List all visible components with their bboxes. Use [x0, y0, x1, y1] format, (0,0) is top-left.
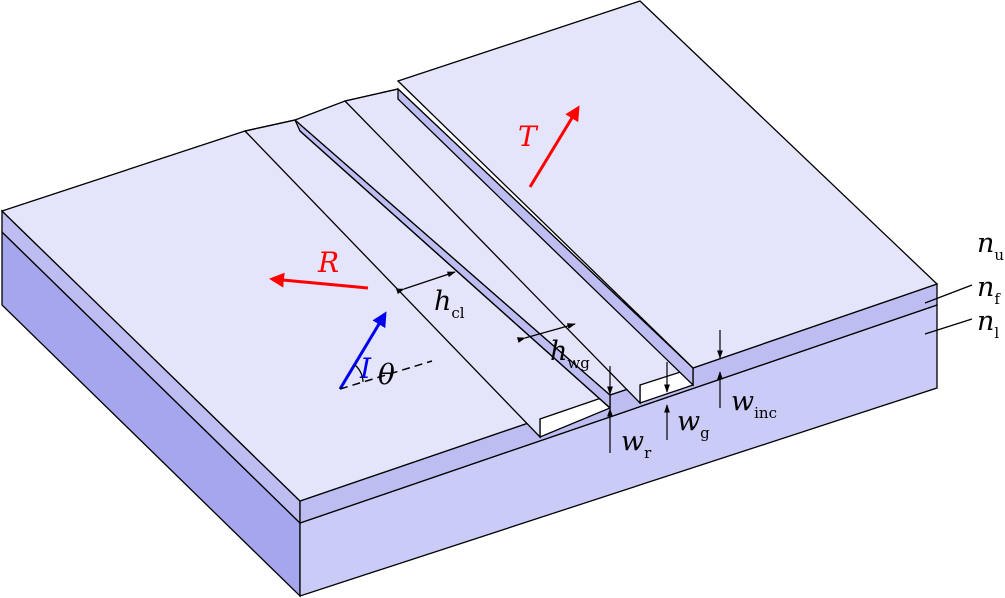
ridge-edge-2 — [244, 119, 296, 132]
ridge-edge-1 — [299, 130, 611, 409]
w-g-label: wg — [677, 406, 710, 442]
normal-dashed-line — [339, 360, 433, 390]
transmitted-arrow — [528, 105, 580, 188]
reflected-label: R — [317, 246, 339, 279]
h-cl-label: hcl — [434, 286, 465, 322]
transmitted-label: T — [518, 120, 539, 153]
n-f-label: nf — [977, 272, 1001, 308]
angle-arc — [354, 364, 364, 383]
reflected-arrow — [269, 272, 369, 290]
h-wg-label: hwg — [550, 336, 590, 372]
n-l-label: nl — [977, 306, 999, 342]
ridge-edge-3 — [344, 88, 399, 102]
w-r-label: wr — [621, 426, 652, 462]
incident-arrow — [338, 311, 387, 390]
theta-label: θ — [378, 358, 395, 391]
n-u-label: nu — [977, 228, 1004, 264]
h-wg-dimension — [516, 323, 576, 343]
right-groove-wall — [397, 87, 694, 387]
right-cladding-top — [396, 0, 939, 369]
w-inc-label: winc — [731, 386, 777, 422]
n-f-leader — [924, 284, 973, 304]
n-l-leader — [924, 318, 973, 335]
h-cl-dimension — [395, 271, 456, 295]
